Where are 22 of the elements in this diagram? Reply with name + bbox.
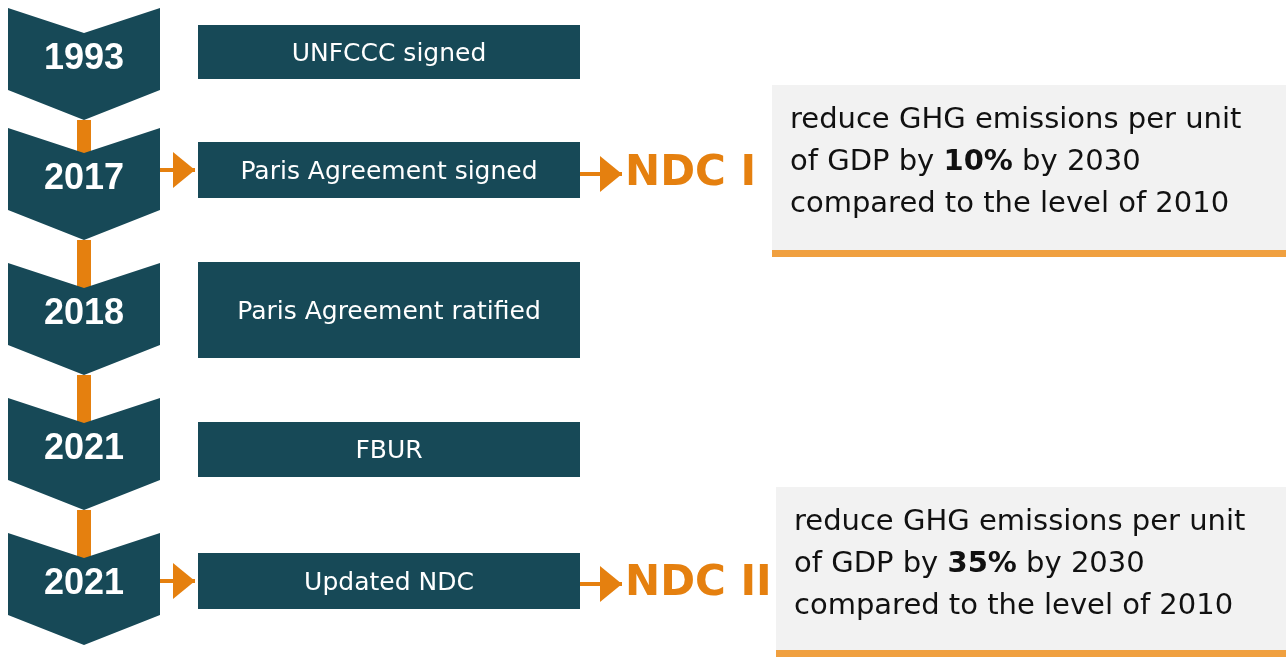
event-box: UNFCCC signed [198, 25, 580, 79]
target-card: reduce GHG emissions per unit of GDP by 35% by 2030 compared to the level of 2010 [776, 487, 1286, 657]
arrow [580, 566, 622, 602]
target-card: reduce GHG emissions per unit of GDP by 10% by 2030 compared to the level of 2010 [772, 85, 1286, 257]
year-label: 2021 [42, 426, 126, 468]
connector-line [77, 510, 91, 558]
arrow [160, 563, 195, 599]
connector-line [77, 240, 91, 288]
year-label: 2017 [42, 156, 126, 198]
year-label: 2021 [42, 561, 126, 603]
arrow [160, 152, 195, 188]
arrow [580, 156, 622, 192]
event-box: Paris Agreement signed [198, 142, 580, 198]
ndc-label: NDC II [625, 556, 775, 612]
event-box: FBUR [198, 422, 580, 477]
ndc-label: NDC I [625, 146, 765, 202]
year-label: 1993 [42, 36, 126, 78]
year-label: 2018 [42, 291, 126, 333]
connector-line [77, 120, 91, 153]
event-box: Paris Agreement ratified [198, 262, 580, 358]
connector-line [77, 375, 91, 423]
event-box: Updated NDC [198, 553, 580, 609]
